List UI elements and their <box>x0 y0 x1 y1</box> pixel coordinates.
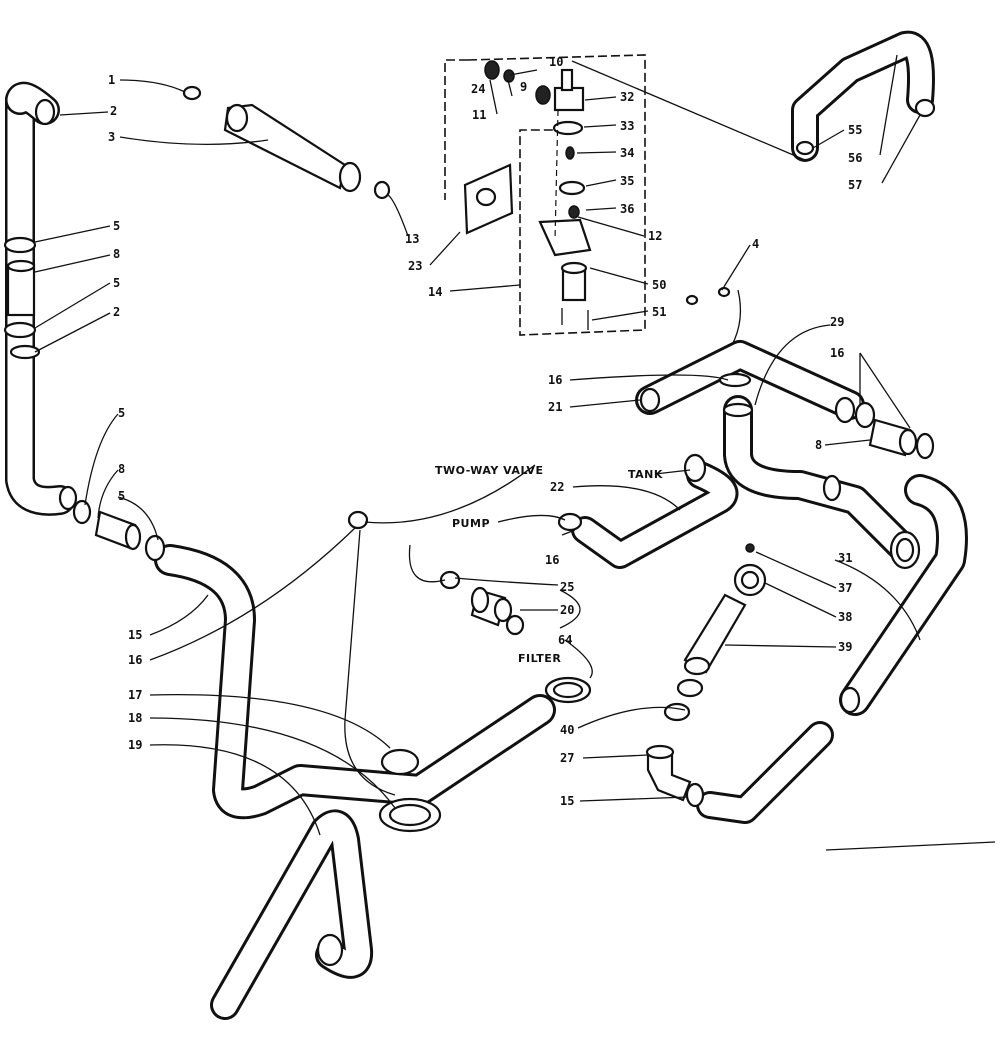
dashed-valve-box <box>444 54 646 336</box>
label-tank: TANK <box>628 468 663 481</box>
rule-line <box>825 841 996 851</box>
hose-56-upper-right <box>791 30 935 162</box>
callout-37: 37 <box>838 581 852 595</box>
clamps-left-column <box>3 98 92 525</box>
hose-15-lower-right <box>696 721 834 824</box>
callout-35: 35 <box>620 174 634 188</box>
callout-51: 51 <box>652 305 666 319</box>
callout-57: 57 <box>848 178 862 192</box>
callout-5: 5 <box>118 489 125 503</box>
hose-19-bottom <box>210 809 374 1020</box>
callout-3: 3 <box>108 130 115 144</box>
middle-hose-fittings <box>822 474 921 714</box>
callout-8: 8 <box>815 438 822 452</box>
callout-19: 19 <box>128 738 142 752</box>
clamps-hose-21 <box>639 372 754 418</box>
filter-64 <box>544 676 592 704</box>
callout-16: 16 <box>128 653 142 667</box>
hose-left-vertical <box>5 85 75 516</box>
component-labels: TWO-WAY VALVE TANK PUMP FILTER <box>435 464 663 665</box>
callout-16: 16 <box>548 373 562 387</box>
callout-34: 34 <box>620 146 634 160</box>
pump-clamp-16 <box>557 512 583 532</box>
callout-56: 56 <box>848 151 862 165</box>
callout-14: 14 <box>428 285 442 299</box>
callout-29: 29 <box>830 315 844 329</box>
valve-stack <box>484 60 592 330</box>
hose-22-tank <box>571 461 739 569</box>
pump-connector-20 <box>439 570 525 636</box>
label-filter: FILTER <box>518 652 561 665</box>
callout-2: 2 <box>110 104 117 118</box>
connector-8-right <box>834 396 935 460</box>
tank-fitting <box>683 453 707 483</box>
callout-15: 15 <box>128 628 142 642</box>
bracket-plate-23 <box>463 163 514 235</box>
callout-36: 36 <box>620 202 634 216</box>
callout-10: 10 <box>549 55 563 69</box>
callout-labels: 1 2 3 5 8 5 2 5 8 5 15 16 17 18 19 13 23… <box>108 55 862 808</box>
callout-9: 9 <box>520 80 527 94</box>
callout-2: 2 <box>113 305 120 319</box>
callout-20: 20 <box>560 603 574 617</box>
callout-17: 17 <box>128 688 142 702</box>
callout-15: 15 <box>560 794 574 808</box>
connector-8-left <box>94 510 166 562</box>
callout-38: 38 <box>838 610 852 624</box>
callout-25: 25 <box>560 580 574 594</box>
callout-21: 21 <box>548 400 562 414</box>
callout-50: 50 <box>652 278 666 292</box>
callout-11: 11 <box>472 108 486 122</box>
callout-5: 5 <box>113 219 120 233</box>
callout-64: 64 <box>558 633 572 647</box>
label-two-way-valve: TWO-WAY VALVE <box>435 464 543 477</box>
callout-33: 33 <box>620 119 634 133</box>
callout-8: 8 <box>113 247 120 261</box>
callout-55: 55 <box>848 123 862 137</box>
callout-18: 18 <box>128 711 142 725</box>
callout-5: 5 <box>113 276 120 290</box>
callout-31: 31 <box>838 551 852 565</box>
callout-4: 4 <box>752 237 759 251</box>
callout-27: 27 <box>560 751 574 765</box>
hose-29-middle <box>723 395 920 565</box>
small-parts-4 <box>685 286 731 306</box>
leader-lines <box>34 54 921 836</box>
callout-22: 22 <box>550 480 564 494</box>
callout-23: 23 <box>408 259 422 273</box>
callout-24: 24 <box>471 82 485 96</box>
label-pump: PUMP <box>452 517 490 530</box>
two-way-valve-clamp <box>347 510 369 530</box>
clamps-17-18 <box>316 748 442 967</box>
callout-40: 40 <box>560 723 574 737</box>
callout-5: 5 <box>118 406 125 420</box>
callout-12: 12 <box>648 229 662 243</box>
parts-37-40 <box>663 543 767 722</box>
callout-8: 8 <box>118 462 125 476</box>
callout-1: 1 <box>108 73 115 87</box>
hose-15-large <box>154 544 556 820</box>
upper-fitting-assembly <box>182 85 391 200</box>
elbow-27 <box>645 744 705 808</box>
callout-13: 13 <box>405 232 419 246</box>
callout-16: 16 <box>830 346 844 360</box>
fitting-clamps-upper-right <box>795 98 936 156</box>
callout-39: 39 <box>838 640 852 654</box>
hose-31-right <box>839 474 968 716</box>
callout-32: 32 <box>620 90 634 104</box>
callout-16: 16 <box>545 553 559 567</box>
